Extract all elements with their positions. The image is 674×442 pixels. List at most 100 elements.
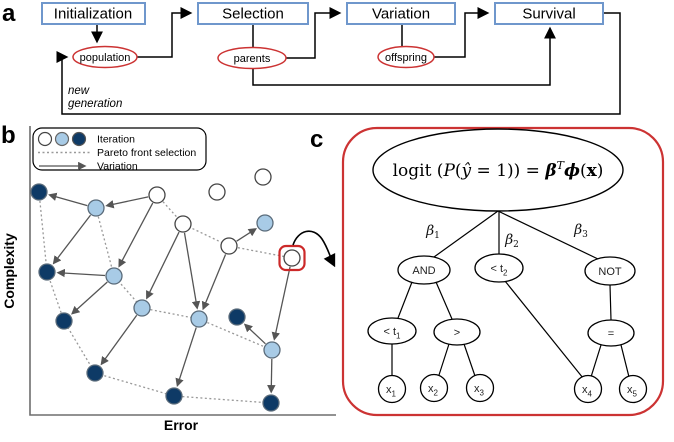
gt-label: > [454, 327, 460, 339]
pareto-point-P9-white [283, 249, 301, 267]
variation-arrow-P2-P10 [52, 214, 92, 265]
note-line-1: new [68, 85, 90, 97]
pareto-point-P11-light [105, 267, 123, 285]
pareto-point-P15-dark [228, 308, 246, 326]
panel-b: b Complexity Error Iteration Pareto fron… [1, 122, 336, 433]
parents-ellipse [217, 46, 287, 70]
panel-c-label: c [310, 126, 323, 153]
legend-pareto-label: Pareto front selection [97, 147, 196, 159]
coefficient-labels: β1 β2 β3 [425, 222, 588, 250]
x4-node [573, 374, 603, 404]
x1-node [377, 374, 407, 404]
pareto-point-P5-white [208, 183, 226, 201]
legend-iteration-label: Iteration [97, 134, 135, 146]
edge-lt2-x4 [504, 280, 584, 379]
edge-gt-x3 [463, 343, 476, 377]
legend-labels: Iteration Pareto front selection Variati… [97, 134, 196, 173]
variation-arrow-P4-P12 [146, 231, 180, 300]
eq-node [587, 319, 635, 347]
pareto-point-P7-light [256, 214, 274, 232]
legend-variation-label: Variation [97, 161, 138, 173]
selection-label: Selection [222, 6, 284, 23]
not-node [584, 256, 636, 286]
pareto-point-P1-dark [30, 183, 48, 201]
edge-eq-x4 [590, 344, 602, 378]
variation-label: Variation [372, 6, 430, 23]
pareto-point-P6-white [254, 168, 272, 186]
variation-arrow-P8-P7 [236, 228, 258, 242]
offspring-label: offspring [385, 52, 427, 64]
flow-boxes [41, 2, 604, 25]
arrow-offspring-to-survival [434, 7, 490, 58]
pareto-point-P19-dark [262, 394, 280, 412]
x3-label: x3 [474, 383, 485, 398]
state-labels: population parents offspring [80, 52, 427, 65]
initialization-box [41, 2, 146, 25]
beta3-label: β3 [573, 222, 588, 240]
and-label: AND [412, 265, 435, 277]
x3-node [465, 373, 495, 403]
pareto-point-P18-dark [165, 387, 183, 405]
edge-not-eq [609, 284, 612, 321]
variation-arrow-P11-P14 [71, 281, 108, 315]
lt1-node [367, 317, 417, 345]
edge-eq-x5 [620, 344, 630, 378]
lt1-label: < t1 [384, 326, 402, 341]
edge-gt-x2 [438, 343, 450, 376]
x5-label: x5 [627, 384, 638, 399]
pareto-point-P17-dark [86, 364, 104, 382]
x5-node [618, 374, 648, 404]
zoom-link-arrow [292, 230, 336, 268]
tree-edges [391, 210, 630, 379]
edge-and-lt1 [397, 281, 413, 319]
parents-label: parents [234, 53, 271, 65]
variation-arrow-P12-P17 [100, 314, 138, 366]
x1-label: x1 [386, 384, 397, 399]
pareto-point-P14-dark [55, 312, 73, 330]
arrow-newgeneration-loop [56, 12, 621, 115]
note-line-2: generation [68, 98, 122, 110]
and-node [397, 255, 451, 285]
population-label: population [80, 52, 131, 64]
variation-arrow-P3-P2 [105, 196, 149, 209]
flow-connectors [56, 7, 621, 115]
pareto-front-white_front [156, 194, 293, 259]
arrow-population-to-selection [137, 7, 193, 58]
selected-model-highlight [278, 244, 306, 272]
y-axis-label: Complexity [1, 233, 17, 309]
variation-arrow-P3-P11 [118, 202, 154, 268]
variation-arrow-P16-P15 [243, 323, 266, 345]
edge-root-and [433, 210, 499, 258]
variation-arrow-P8-P13 [201, 254, 227, 311]
panel-b-label: b [1, 122, 16, 149]
pareto-point-P4-white [174, 215, 192, 233]
lt2-node [474, 253, 524, 283]
variation-arrow-P4-P13 [183, 232, 201, 310]
variation-box [346, 2, 456, 25]
scatter-content [30, 168, 301, 412]
lt2-label: < t2 [491, 263, 509, 278]
state-ellipses [72, 45, 435, 70]
tree-node-shapes [367, 253, 648, 404]
arrow-parents-to-survival [252, 26, 556, 86]
population-ellipse [72, 45, 138, 69]
selection-box [197, 2, 309, 25]
pareto-point-P10-dark [38, 263, 56, 281]
beta2-label: β2 [504, 232, 519, 250]
pareto-point-P13-light [190, 310, 208, 328]
pareto-point-P2-light [87, 199, 105, 217]
panel-c: c logit (P(ŷ = 1)) = βTϕ(x) β1 β2 β3 [310, 126, 665, 417]
x2-label: x2 [428, 383, 439, 398]
panel-a: a Initialization Selection Variation Sur… [2, 0, 621, 115]
edge-and-gt [435, 281, 453, 320]
pareto-point-P16-light [263, 341, 281, 359]
variation-arrow-P9-P16 [271, 266, 291, 341]
variation-arrow-P16-P19 [267, 358, 276, 394]
tree-node-labels: AND < t2 NOT < t1 > = x1 x2 x3 x4 x5 [384, 263, 638, 399]
legend-darkblue-circle-icon [71, 131, 87, 147]
gt-node [433, 318, 481, 346]
edge-root-not [497, 210, 599, 260]
survival-box [494, 2, 604, 25]
beta1-label: β1 [425, 223, 440, 241]
